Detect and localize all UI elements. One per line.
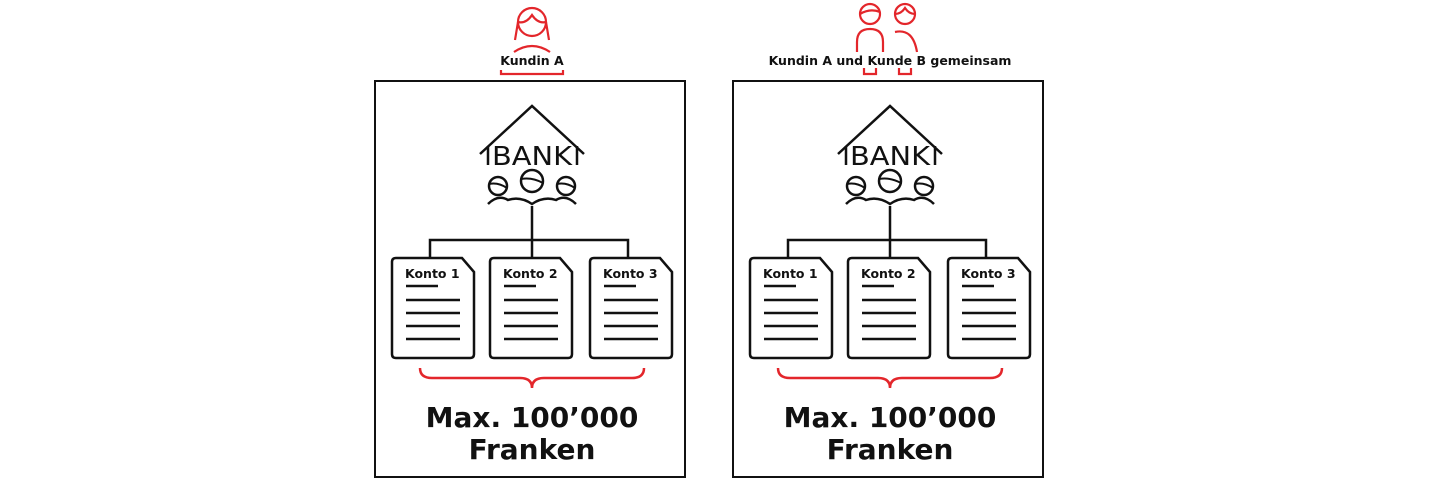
account-document-icon [488,256,574,360]
panel-1: BANK Konto 1 Konto 2 Konto 3 Kundin A Max. 10… [322,0,742,485]
panel-drawing: BANK [748,2,1032,389]
panel-2: BANK Konto 1 Konto 2 Konto 3 Kundin A und Ku… [680,0,1100,485]
account-label: Konto 1 [763,266,818,281]
customers-icon [845,168,935,206]
bank-frame [732,80,1044,478]
panel-drawing: BANK [390,6,674,389]
two-people-icon [855,2,919,76]
account-document-icon [390,256,476,360]
account-document-icon [946,256,1032,360]
limit-currency: Franken [468,433,596,466]
bank-label: BANK [850,142,931,172]
limit-currency: Franken [826,433,954,466]
bank-label: BANK [492,142,573,172]
account-label: Konto 1 [405,266,460,281]
account-document-icon [748,256,834,360]
account-label: Konto 3 [961,266,1016,281]
bank-icon: BANK [479,104,585,172]
brace-icon [418,367,646,389]
bank-icon: BANK [837,104,943,172]
account-label: Konto 3 [603,266,658,281]
account-document-icon [846,256,932,360]
account-document-icon [588,256,674,360]
connector-lines [786,206,988,258]
bank-frame [374,80,686,478]
limit-amount: Max. 100’000 [425,401,639,434]
account-label: Konto 2 [861,266,916,281]
customers-icon [487,168,577,206]
brace-icon [776,367,1004,389]
owner-label: Kundin A [500,53,564,68]
woman-icon [499,6,565,76]
owner-label: Kundin A und Kunde B gemeinsam [768,53,1012,68]
connector-lines [428,206,630,258]
account-label: Konto 2 [503,266,558,281]
limit-amount: Max. 100’000 [783,401,997,434]
